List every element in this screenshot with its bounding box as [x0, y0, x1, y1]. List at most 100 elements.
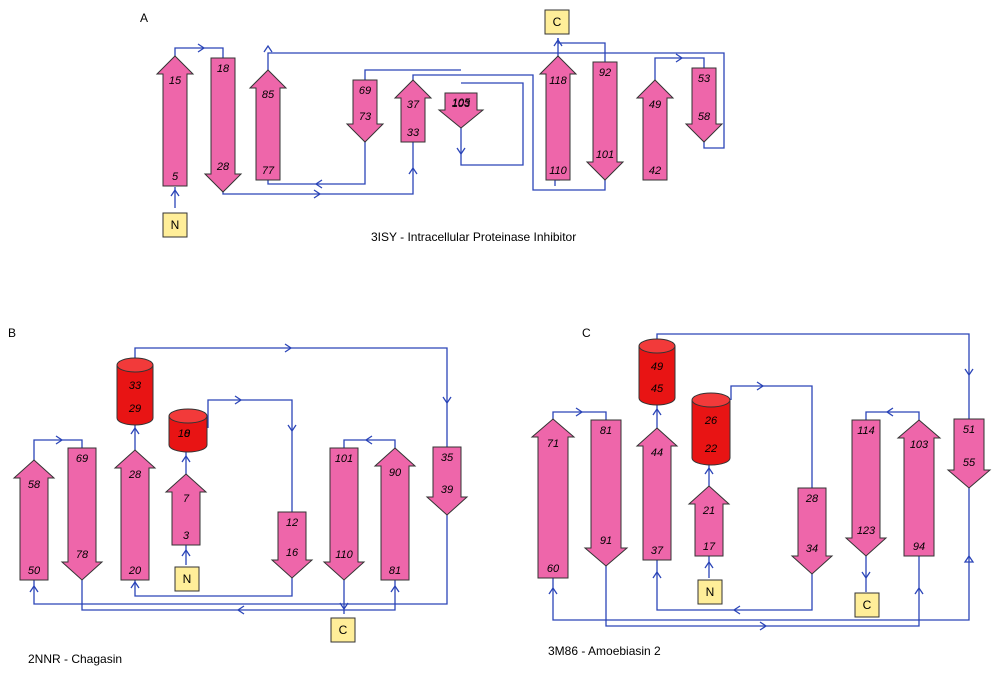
strand-start-residue: 103 — [910, 439, 929, 451]
strand-start-residue: 69 — [359, 85, 371, 97]
beta-strand: 114 123 — [844, 419, 888, 557]
strand-end-residue: 34 — [806, 543, 818, 555]
connector-58-to-77 — [267, 52, 725, 149]
strand-start-residue: 28 — [128, 469, 142, 481]
connector-91-to-94 — [605, 556, 920, 627]
strand-start-residue: 7 — [183, 493, 190, 505]
strand-start-residue: 51 — [963, 424, 975, 436]
alpha-helix: 108 — [168, 408, 208, 453]
beta-strand: 12 16 — [270, 511, 314, 579]
strand-end-residue: 101 — [596, 149, 614, 161]
panel-b-n-terminus: N — [174, 566, 200, 592]
beta-strand: 155 — [155, 55, 195, 187]
strand-end-residue: 20 — [128, 565, 142, 577]
beta-strand: 103 94 — [896, 419, 942, 557]
panel-b-letter: B — [8, 326, 16, 340]
helix-end-residue: 22 — [704, 443, 717, 455]
strand-end-residue: 33 — [407, 127, 420, 139]
connector-105-to-110 — [460, 82, 524, 166]
connector-85-to-69 — [267, 142, 366, 185]
secondary-structure-elements: 1551828857769733733103105118110921014942… — [12, 55, 992, 581]
helix-start-residue: 26 — [704, 415, 718, 427]
strand-start-residue: 69 — [76, 453, 88, 465]
beta-strand: 51 55 — [946, 418, 992, 489]
strand-end-residue: 73 — [359, 111, 372, 123]
alpha-helix: 26 22 — [691, 392, 731, 466]
panel-b-connectors — [29, 343, 452, 615]
connector-110-118 — [554, 179, 560, 186]
panel-a-caption: 3ISY - Intracellular Proteinase Inhibito… — [371, 230, 576, 244]
panel-a-connectors — [170, 38, 725, 208]
connector-16-to-20 — [134, 578, 293, 597]
c-terminus-label: C — [553, 15, 562, 29]
strand-end-residue: 16 — [286, 547, 299, 559]
helix-end-residue: 8 — [184, 428, 191, 440]
strand-end-residue: 58 — [698, 111, 711, 123]
panel-b-c-terminus: C — [330, 617, 356, 643]
connector-helix10-to-12 — [207, 399, 293, 512]
helix-start-residue: 49 — [651, 361, 663, 373]
connector-37-to-42 — [412, 74, 606, 191]
strand-start-residue: 21 — [702, 505, 715, 517]
strand-end-residue: 3 — [183, 530, 190, 542]
beta-strand: 28 20 — [113, 449, 157, 581]
strand-end-residue: 55 — [963, 457, 976, 469]
beta-strand: 69 73 — [345, 79, 385, 143]
strand-start-residue: 35 — [441, 452, 454, 464]
connector-49-to-53 — [654, 57, 705, 80]
strand-end-residue: 39 — [441, 484, 453, 496]
strand-end-residue: 123 — [857, 525, 876, 537]
connector-73-to-103 — [364, 69, 461, 80]
connector-55-to-60 — [552, 488, 970, 621]
strand-end-residue: 91 — [600, 535, 612, 547]
helix-end-residue: 45 — [651, 383, 664, 395]
connector-34-to-37 — [656, 560, 813, 611]
strand-end-residue: 17 — [703, 541, 716, 553]
strand-end-residue: 77 — [262, 165, 275, 177]
strand-start-residue: 58 — [28, 479, 41, 491]
panel-a-letter: A — [140, 11, 148, 25]
strand-end-residue: 37 — [651, 545, 664, 557]
strand-start-residue: 44 — [651, 447, 663, 459]
strand-start-residue: 114 — [857, 425, 875, 437]
panel-a-n-terminus: N — [162, 212, 188, 238]
strand-start-residue: 12 — [286, 517, 298, 529]
panel-c-caption: 3M86 - Amoebiasin 2 — [548, 644, 661, 658]
panel-c-letter: C — [582, 326, 591, 340]
c-terminus-label: C — [339, 623, 348, 637]
beta-strand: 37 33 — [393, 79, 433, 143]
beta-strand: 35 39 — [425, 446, 469, 516]
strand-end-residue: 5 — [172, 171, 179, 183]
alpha-helix: 49 45 — [638, 338, 676, 406]
beta-strand: 73 — [164, 473, 208, 546]
strand-start-residue: 85 — [262, 89, 275, 101]
beta-strand: 21 17 — [687, 485, 731, 557]
helix-end-residue: 29 — [128, 403, 141, 415]
strand-start-residue: 37 — [407, 99, 420, 111]
n-terminus-label: N — [183, 572, 192, 586]
connector-39-to-50 — [33, 515, 448, 605]
panel-b-caption: 2NNR - Chagasin — [28, 652, 122, 666]
strand-end-residue: 60 — [547, 563, 560, 575]
connector-90-to-101 — [343, 439, 396, 448]
connector-103-to-114 — [865, 411, 920, 420]
connector-28-to-33 — [222, 142, 414, 195]
connector-58-to-69 — [33, 439, 83, 462]
connector-helix26-to-28 — [730, 385, 813, 488]
strand-start-residue: 71 — [547, 438, 559, 450]
strand-end-residue: 42 — [649, 165, 661, 177]
strand-end-residue: 94 — [913, 541, 925, 553]
n-terminus-label: N — [171, 218, 180, 232]
panel-c-c-terminus: C — [854, 592, 880, 618]
